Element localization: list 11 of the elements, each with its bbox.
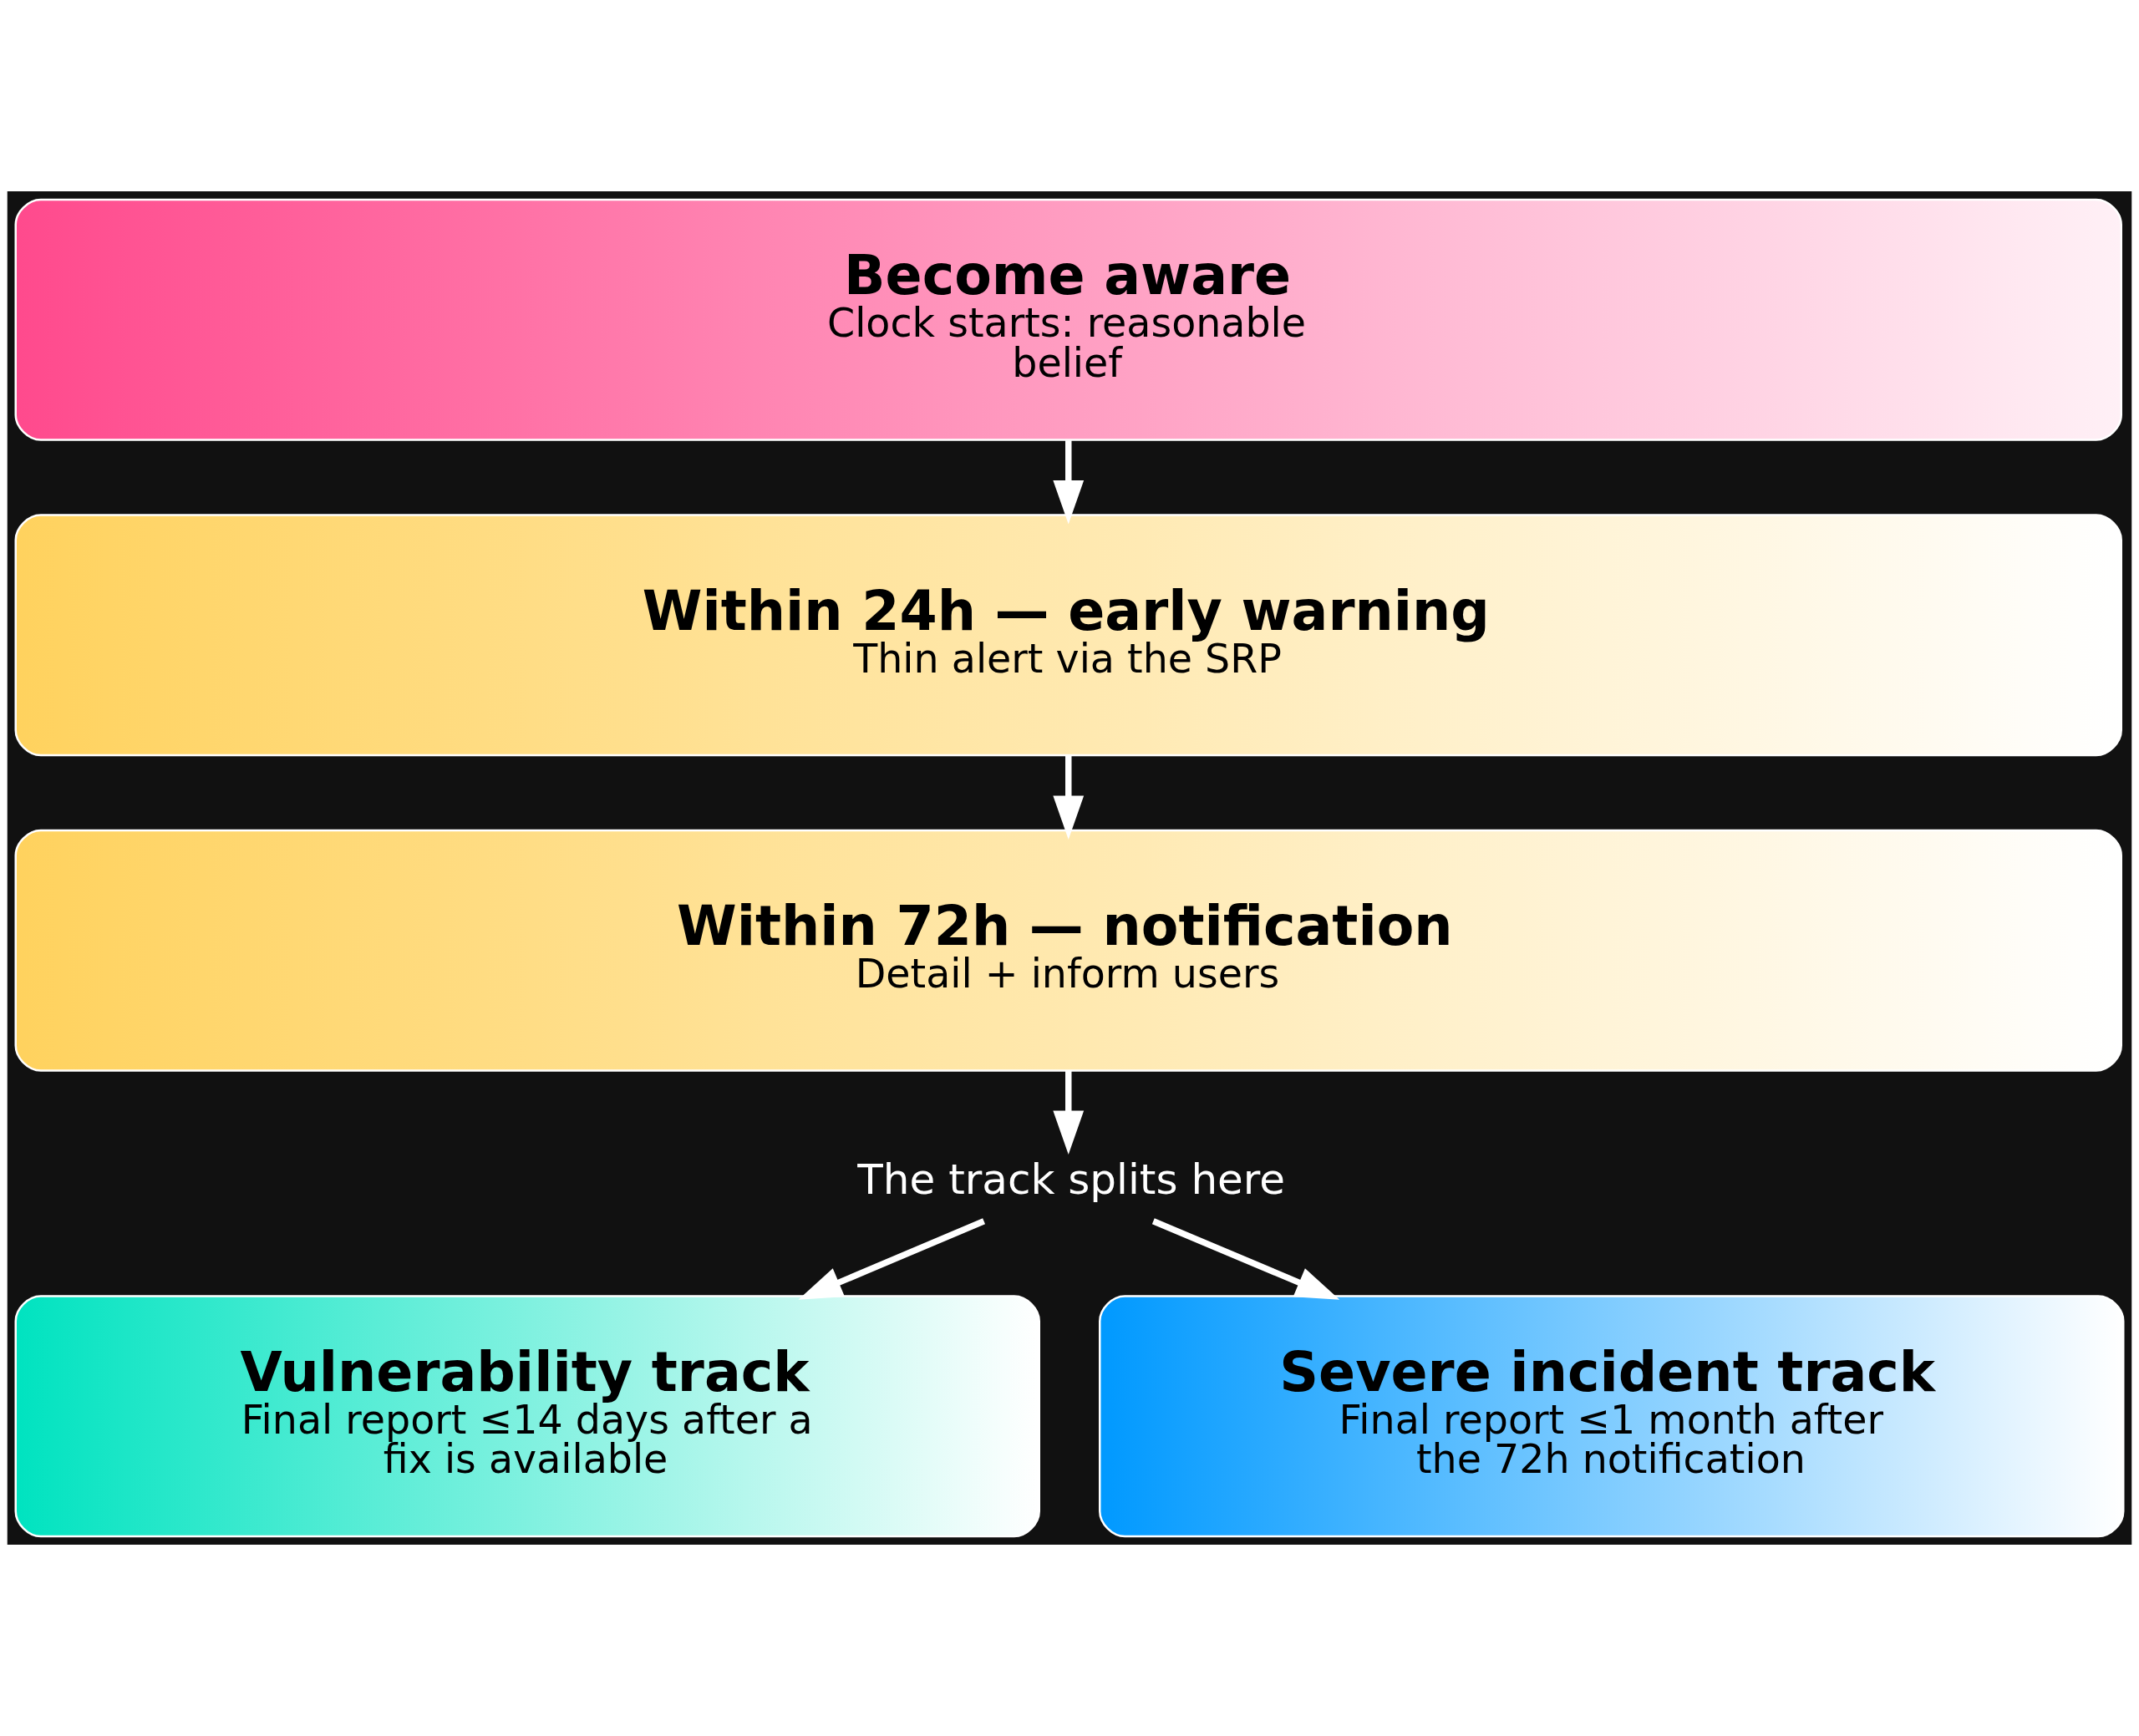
arrow [1053, 755, 1085, 840]
node-box: Within 24h — early warning Thin alert via the SRP [14, 514, 2122, 757]
node-box: Vulnerability track Final report ≤14 days after a fix is available [14, 1295, 1040, 1538]
arrow [1151, 1218, 1340, 1300]
arrow [1053, 1070, 1085, 1155]
node-box: Within 72h — notification Detail + inform users [14, 829, 2122, 1072]
node-box: Severe incident track Final report ≤1 month after the 72h notification [1099, 1295, 2125, 1538]
node-box: Become aware Clock starts: reasonable belief [14, 198, 2122, 441]
arrow [1053, 440, 1085, 525]
arrow [798, 1218, 986, 1300]
node-text: The track splits here [857, 1155, 1286, 1204]
